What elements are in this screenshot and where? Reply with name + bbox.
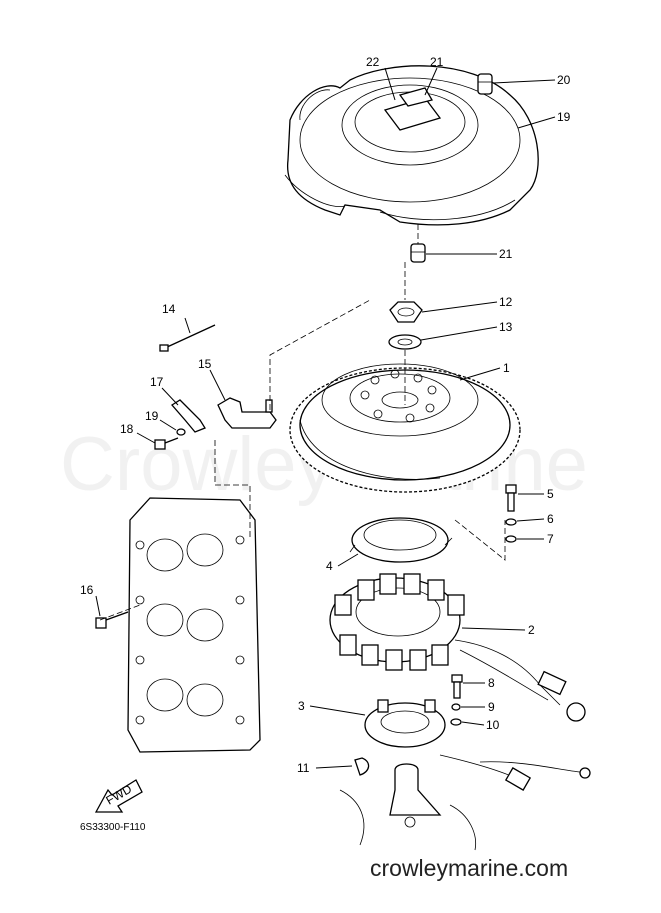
woodruff-key-11[interactable] [354,757,370,776]
washer-10[interactable] [450,718,462,726]
callout-13: 13 [499,320,513,334]
callout-8: 8 [488,676,495,690]
stator-2[interactable] [329,573,586,722]
callout-21-lower: 21 [499,247,513,261]
washer-7[interactable] [505,535,517,543]
clamp-17[interactable] [171,399,206,433]
grommet-21-top[interactable] [477,73,493,95]
callout-18: 18 [120,422,134,436]
callout-15: 15 [198,357,212,371]
crankshaft-end [339,763,477,851]
callout-4: 4 [326,559,333,573]
washer-6[interactable] [505,518,517,526]
bolt-8[interactable] [451,674,463,699]
bolt-5[interactable] [505,484,517,512]
callout-17: 17 [150,375,164,389]
callout-3: 3 [298,699,305,713]
website-link[interactable]: crowleymarine.com [370,855,569,881]
cable-tie-14[interactable] [159,324,216,352]
callout-7: 7 [547,532,554,546]
bolt-18[interactable] [154,437,179,450]
bolt-16[interactable] [95,611,129,629]
callout-5: 5 [547,487,554,501]
callout-21-top: 20 [557,73,571,87]
decal-22[interactable] [398,87,433,107]
callout-9: 9 [488,700,495,714]
nut-12[interactable] [389,301,423,323]
flywheel[interactable] [289,363,521,493]
callout-19: 19 [145,409,159,423]
callout-1: 1 [503,361,510,375]
callout-6: 6 [547,512,554,526]
diagram-code: 6S33300-F110 [80,822,146,833]
washer-9[interactable] [451,703,461,711]
callout-10: 10 [486,718,500,732]
callout-22: 21 [430,55,444,69]
bracket-15[interactable] [217,397,277,429]
pulser-coil-ring-4[interactable] [349,517,453,563]
callout-16: 16 [80,583,94,597]
fwd-arrow: FWD [94,779,143,813]
callout-12: 12 [499,295,513,309]
callout-20: 19 [557,110,571,124]
callout-14: 14 [162,302,176,316]
callout-23: 22 [366,55,380,69]
grommet-21-lower[interactable] [410,243,426,263]
cylinder-block [127,497,261,753]
washer-13[interactable] [388,334,422,350]
flywheel-cover[interactable] [284,65,539,226]
pulser-base-3[interactable] [364,699,591,791]
callout-11: 11 [297,761,310,775]
washer-19[interactable] [176,428,186,436]
callout-2: 2 [528,623,535,637]
